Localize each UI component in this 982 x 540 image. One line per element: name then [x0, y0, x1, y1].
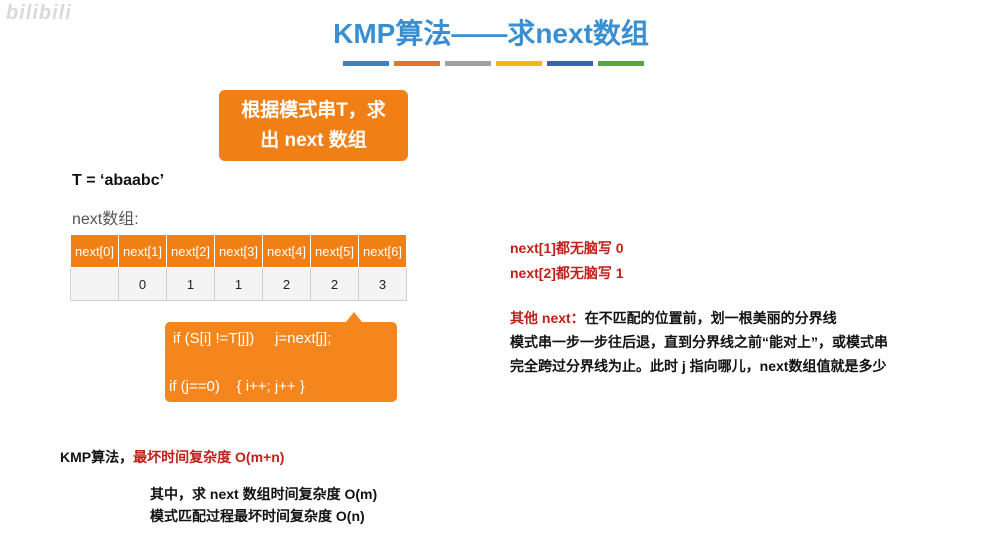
color-bar-3 [445, 61, 491, 66]
next-value-row: 0 1 1 2 2 3 [70, 267, 407, 301]
next-value-cell: 2 [262, 267, 311, 301]
next-value-cell: 2 [310, 267, 359, 301]
code-callout: if (S[i] !=T[j]) j=next[j]; if (j==0) { … [165, 312, 397, 402]
color-bar-5 [547, 61, 593, 66]
next-header-cell: next[4] [262, 234, 311, 268]
other-next-explanation: 其他 next：在不匹配的位置前，划一根美丽的分界线 模式串一步一步往后退，直到… [510, 306, 960, 378]
kmp-prefix: KMP算法， [60, 449, 134, 465]
next-value-cell: 0 [118, 267, 167, 301]
kmp-complexity: KMP算法，最坏时间复杂度 O(m+n) [60, 447, 284, 467]
bilibili-watermark: bilibili [6, 2, 72, 24]
color-bar-1 [343, 61, 389, 66]
next-header-cell: next[6] [358, 234, 407, 268]
other-line-3: 完全跨过分界线为止。此时 j 指向哪儿，next数组值就是多少 [510, 358, 887, 374]
other-line-1: 其他 next：在不匹配的位置前，划一根美丽的分界线 [510, 306, 960, 330]
next-value-cell: 1 [214, 267, 263, 301]
match-complexity-line: 模式匹配过程最坏时间复杂度 O(n) [150, 508, 365, 524]
next-value-cell: 3 [358, 267, 407, 301]
next-header-cell: next[3] [214, 234, 263, 268]
color-bar-6 [598, 61, 644, 66]
slide-title: KMP算法——求next数组 [333, 18, 649, 49]
callout-line-1: 根据模式串T，求 [241, 100, 386, 121]
pattern-string: T = ‘abaabc’ [72, 172, 165, 189]
callout-line-2: 出 next 数组 [260, 130, 367, 151]
other-text-1: 在不匹配的位置前，划一根美丽的分界线 [584, 310, 837, 326]
next-header-cell: next[0] [70, 234, 119, 268]
other-line-2: 模式串一步一步往后退，直到分界线之前“能对上”，或模式串 [510, 334, 888, 350]
color-bar-4 [496, 61, 542, 66]
kmp-worst-complexity: 最坏时间复杂度 O(m+n) [133, 449, 285, 465]
next-array-table: next[0] next[1] next[2] next[3] next[4] … [70, 234, 407, 301]
color-bar-2 [394, 61, 440, 66]
next-header-row: next[0] next[1] next[2] next[3] next[4] … [70, 234, 407, 268]
code-line-1: if (S[i] !=T[j]) j=next[j]; [173, 330, 332, 347]
code-line-2: if (j==0) { i++; j++ } [169, 378, 305, 395]
task-callout: 根据模式串T，求 出 next 数组 [219, 90, 408, 161]
next-value-cell: 1 [166, 267, 215, 301]
next-header-cell: next[1] [118, 234, 167, 268]
next-value-cell [70, 267, 119, 301]
rule-next-2: next[2]都无脑写 1 [510, 265, 624, 281]
next-array-label: next数组: [72, 211, 139, 228]
rule-next-1: next[1]都无脑写 0 [510, 240, 624, 256]
other-label: 其他 next： [510, 310, 585, 326]
next-complexity-line: 其中，求 next 数组时间复杂度 O(m) [150, 486, 378, 502]
next-header-cell: next[2] [166, 234, 215, 268]
next-header-cell: next[5] [310, 234, 359, 268]
callout-pointer [346, 312, 362, 322]
